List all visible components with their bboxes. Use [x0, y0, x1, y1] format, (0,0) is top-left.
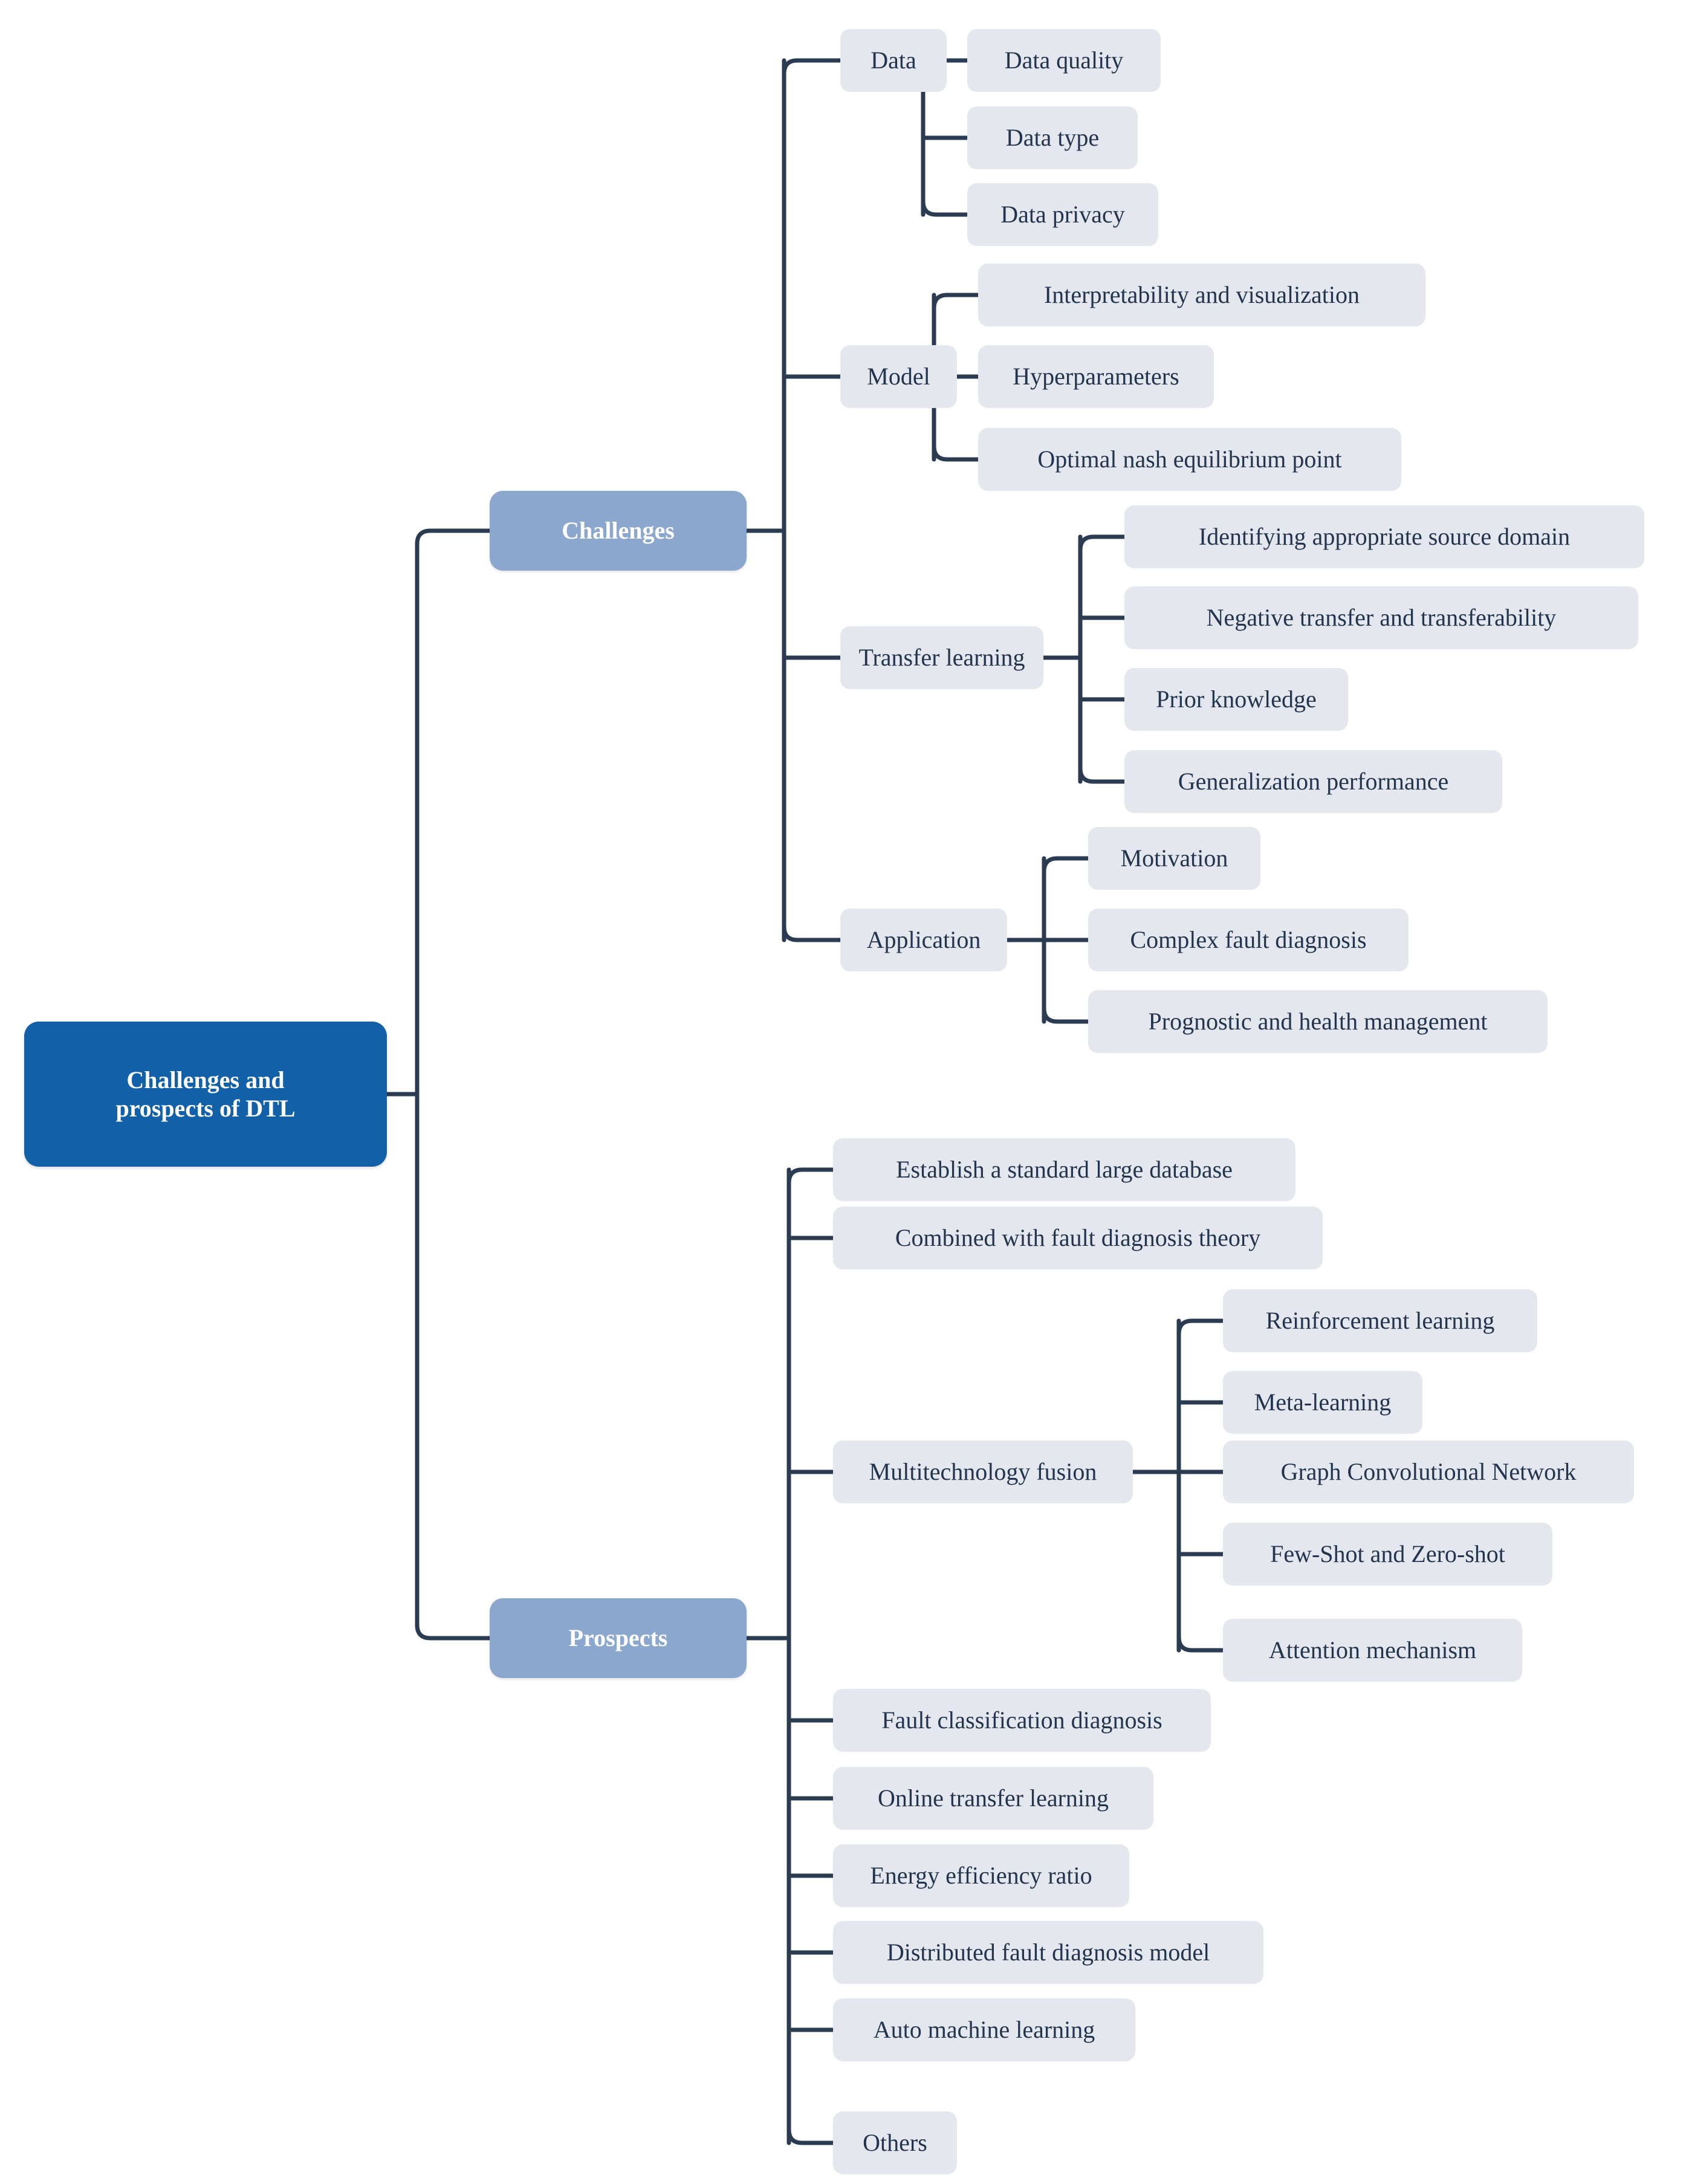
- leaf-label-distributed-fault-diagnosis-model: Distributed fault diagnosis model: [886, 1939, 1210, 1966]
- leaf-node-complex-fault-diagnosis[interactable]: Complex fault diagnosis: [1088, 909, 1409, 971]
- leaf-label-identifying-appropriate-source-domain: Identifying appropriate source domain: [1198, 523, 1571, 551]
- leaf-node-motivation[interactable]: Motivation: [1088, 827, 1260, 890]
- subnode-label-multitechnology-fusion: Multitechnology fusion: [869, 1458, 1097, 1486]
- leaf-label-combined-with-fault-diagnosis-theory: Combined with fault diagnosis theory: [895, 1224, 1261, 1252]
- leaf-label-optimal-nash-equilibrium-point: Optimal nash equilibrium point: [1037, 446, 1342, 473]
- leaf-label-negative-transfer-and-transferability: Negative transfer and transferability: [1206, 604, 1557, 632]
- leaf-label-establish-a-standard-large-database: Establish a standard large database: [896, 1156, 1233, 1184]
- leaf-node-establish-a-standard-large-database[interactable]: Establish a standard large database: [833, 1138, 1295, 1201]
- leaf-node-prior-knowledge[interactable]: Prior knowledge: [1124, 668, 1348, 731]
- root-label-line1: Challenges and: [126, 1066, 285, 1094]
- leaf-node-energy-efficiency-ratio[interactable]: Energy efficiency ratio: [833, 1844, 1129, 1907]
- branch-label-prospects: Prospects: [568, 1624, 668, 1652]
- branch-label-challenges: Challenges: [562, 517, 675, 545]
- branch-node-prospects[interactable]: Prospects: [490, 1598, 747, 1678]
- leaf-label-interpretability-and-visualization: Interpretability and visualization: [1043, 281, 1360, 309]
- leaf-node-distributed-fault-diagnosis-model[interactable]: Distributed fault diagnosis model: [833, 1921, 1263, 1984]
- leaf-node-data-quality[interactable]: Data quality: [967, 29, 1161, 92]
- leaf-node-generalization-performance[interactable]: Generalization performance: [1124, 750, 1502, 813]
- leaf-node-prognostic-and-health-management[interactable]: Prognostic and health management: [1088, 990, 1548, 1053]
- leaf-node-combined-with-fault-diagnosis-theory[interactable]: Combined with fault diagnosis theory: [833, 1207, 1323, 1269]
- root-node[interactable]: Challenges and prospects of DTL: [24, 1022, 387, 1167]
- leaf-node-negative-transfer-and-transferability[interactable]: Negative transfer and transferability: [1124, 586, 1638, 649]
- leaf-label-hyperparameters: Hyperparameters: [1013, 363, 1179, 390]
- leaf-label-prognostic-and-health-management: Prognostic and health management: [1148, 1008, 1488, 1035]
- leaf-label-few-shot-and-zero-shot: Few-Shot and Zero-shot: [1270, 1540, 1505, 1568]
- leaf-label-prior-knowledge: Prior knowledge: [1156, 685, 1317, 713]
- subnode-application[interactable]: Application: [840, 909, 1007, 971]
- leaf-label-graph-convolutional-network: Graph Convolutional Network: [1280, 1458, 1577, 1486]
- leaf-label-fault-classification-diagnosis: Fault classification diagnosis: [881, 1706, 1162, 1734]
- leaf-label-reinforcement-learning: Reinforcement learning: [1265, 1307, 1495, 1335]
- subnode-model[interactable]: Model: [840, 345, 957, 408]
- leaf-label-complex-fault-diagnosis: Complex fault diagnosis: [1130, 926, 1367, 954]
- subnode-transfer-learning[interactable]: Transfer learning: [840, 626, 1043, 689]
- leaf-node-data-type[interactable]: Data type: [967, 106, 1138, 169]
- leaf-label-auto-machine-learning: Auto machine learning: [873, 2016, 1095, 2044]
- leaf-label-meta-learning: Meta-learning: [1254, 1388, 1392, 1416]
- branch-node-challenges[interactable]: Challenges: [490, 491, 747, 571]
- leaf-node-attention-mechanism[interactable]: Attention mechanism: [1223, 1619, 1522, 1682]
- leaf-node-identifying-appropriate-source-domain[interactable]: Identifying appropriate source domain: [1124, 505, 1644, 568]
- leaf-label-energy-efficiency-ratio: Energy efficiency ratio: [870, 1862, 1092, 1890]
- leaf-label-motivation: Motivation: [1120, 844, 1228, 872]
- leaf-node-interpretability-and-visualization[interactable]: Interpretability and visualization: [978, 264, 1425, 326]
- leaf-node-graph-convolutional-network[interactable]: Graph Convolutional Network: [1223, 1440, 1634, 1503]
- leaf-node-reinforcement-learning[interactable]: Reinforcement learning: [1223, 1289, 1537, 1352]
- leaf-label-online-transfer-learning: Online transfer learning: [877, 1784, 1109, 1812]
- leaf-label-data-privacy: Data privacy: [1000, 201, 1125, 228]
- subnode-label-data: Data: [871, 47, 916, 74]
- leaf-node-few-shot-and-zero-shot[interactable]: Few-Shot and Zero-shot: [1223, 1523, 1552, 1586]
- root-label-line2: prospects of DTL: [115, 1095, 296, 1122]
- subnode-data[interactable]: Data: [840, 29, 947, 92]
- leaf-label-data-type: Data type: [1005, 124, 1100, 152]
- leaf-label-others: Others: [863, 2129, 927, 2157]
- subnode-label-application: Application: [866, 926, 981, 954]
- subnode-label-transfer-learning: Transfer learning: [858, 644, 1025, 672]
- leaf-node-meta-learning[interactable]: Meta-learning: [1223, 1371, 1422, 1434]
- leaf-node-others[interactable]: Others: [833, 2111, 957, 2174]
- leaf-node-fault-classification-diagnosis[interactable]: Fault classification diagnosis: [833, 1689, 1211, 1752]
- leaf-node-optimal-nash-equilibrium-point[interactable]: Optimal nash equilibrium point: [978, 428, 1401, 491]
- leaf-node-data-privacy[interactable]: Data privacy: [967, 183, 1158, 246]
- subnode-multitechnology-fusion[interactable]: Multitechnology fusion: [833, 1440, 1133, 1503]
- leaf-label-data-quality: Data quality: [1004, 47, 1124, 74]
- leaf-label-generalization-performance: Generalization performance: [1178, 768, 1449, 796]
- leaf-node-online-transfer-learning[interactable]: Online transfer learning: [833, 1767, 1153, 1830]
- leaf-node-hyperparameters[interactable]: Hyperparameters: [978, 345, 1214, 408]
- leaf-label-attention-mechanism: Attention mechanism: [1268, 1636, 1477, 1664]
- subnode-label-model: Model: [867, 363, 930, 390]
- leaf-node-auto-machine-learning[interactable]: Auto machine learning: [833, 1998, 1135, 2061]
